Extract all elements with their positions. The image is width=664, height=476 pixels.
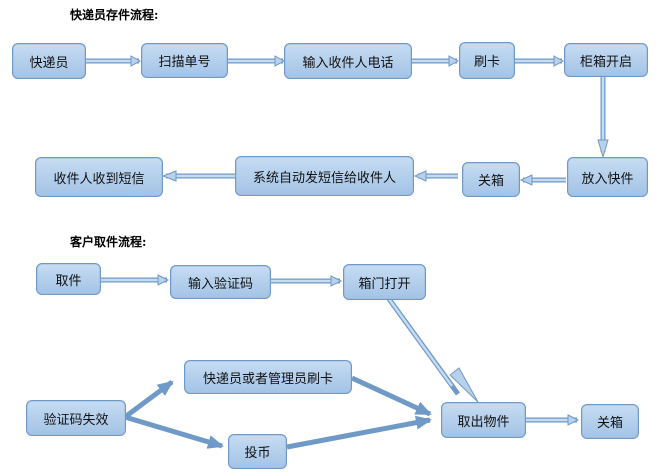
section-title-customer-pickup: 客户取件流程: — [70, 235, 147, 249]
hollow-arrows — [86, 55, 609, 426]
arrow-invalid-admin — [123, 379, 174, 420]
solid-arrows — [123, 375, 432, 450]
node-coin: 投币 — [228, 434, 287, 469]
node-receive: 收件人收到短信 — [35, 157, 163, 197]
node-close-2: 关箱 — [581, 404, 639, 439]
arrow-admin-take — [350, 375, 432, 417]
node-swipe: 刷卡 — [459, 42, 515, 79]
node-input-phone: 输入收件人电话 — [284, 43, 412, 79]
node-scan: 扫描单号 — [141, 43, 228, 78]
section-title-courier-deposit: 快递员存件流程: — [70, 8, 159, 22]
node-open: 柜箱开启 — [564, 43, 648, 77]
node-code-invalid: 验证码失效 — [26, 400, 126, 436]
node-courier: 快递员 — [12, 43, 86, 79]
node-door-open: 箱门打开 — [343, 264, 426, 300]
node-sms: 系统自动发短信给收件人 — [235, 156, 414, 196]
node-put: 放入快件 — [567, 157, 648, 197]
node-pickup: 取件 — [36, 263, 101, 295]
arrow-invalid-coin — [124, 414, 224, 449]
node-take: 取出物件 — [441, 402, 526, 438]
node-input-code: 输入验证码 — [170, 265, 271, 299]
arrow-coin-take — [286, 415, 432, 450]
node-admin-swipe: 快递员或者管理员刷卡 — [184, 360, 352, 394]
node-close-1: 关箱 — [462, 162, 520, 197]
